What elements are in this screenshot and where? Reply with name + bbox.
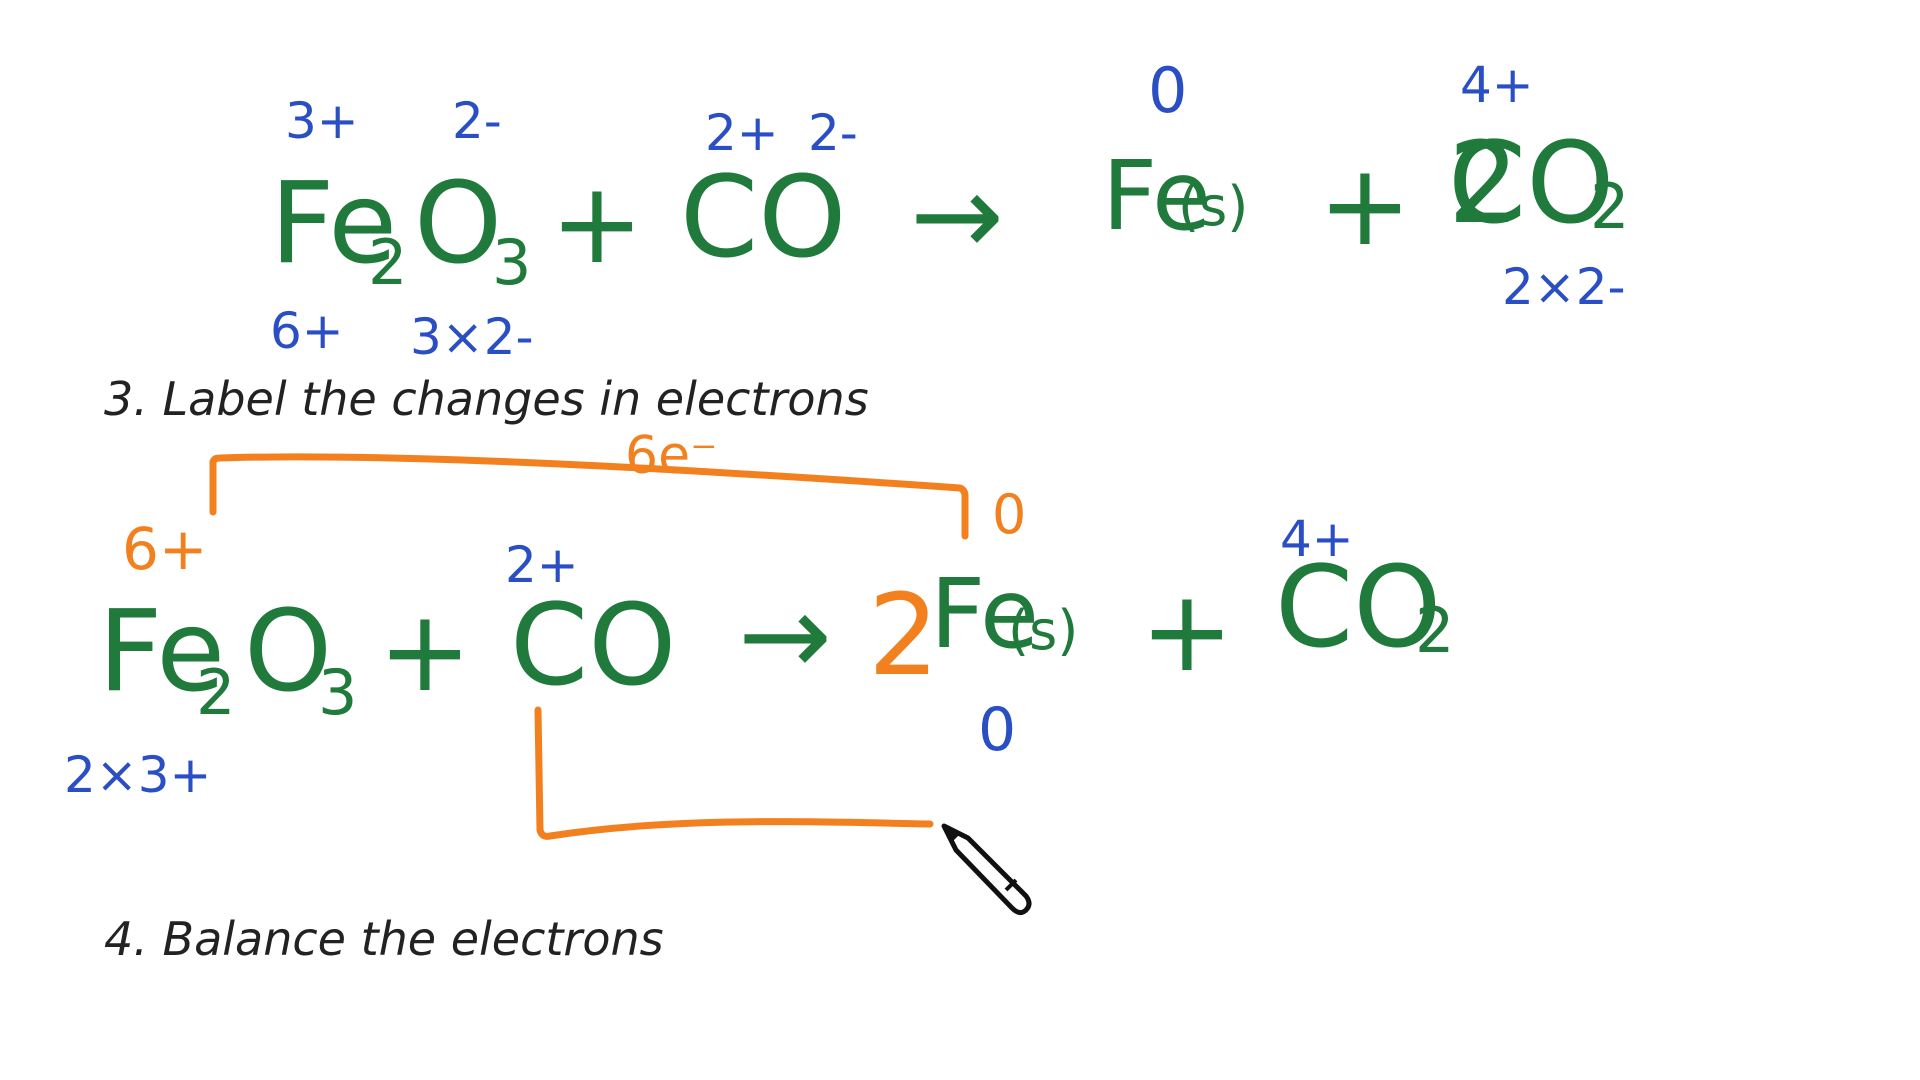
charge-fe-s-above: 0 [1148,54,1188,127]
charge-co2-above: 4+ [1280,510,1354,568]
plus-sign: + [378,587,472,717]
bottom-bracket [534,706,934,840]
charge-co-o-above: 2- [808,104,858,162]
formula-o-subscript: 3 [318,656,358,729]
formula-fe-solid: Fe [930,558,1040,670]
step-4-label: 4. Balance the electrons [104,912,664,966]
formula-co: CO [680,153,847,283]
charge-co2-above: 4+ [1460,56,1534,114]
formula-o: O [414,159,503,289]
charge-o-below: 3×2- [410,308,534,366]
step-3-label: 3. Label the changes in electrons [104,372,869,426]
formula-fe: Fe [98,587,226,717]
reaction-arrow: → [910,151,1004,281]
charge-fe-above: 3+ [285,92,359,150]
charge-co2-below: 2×2- [1502,258,1626,316]
formula-o: O [244,587,333,717]
electron-transfer-label: 6e⁻ [625,426,718,486]
charge-c-above: 2+ [505,536,579,594]
formula-fe: Fe [270,159,398,289]
formula-fe-subscript: 2 [196,656,236,729]
top-bracket [209,453,969,540]
formula-co2-subscript: 2 [1415,594,1455,667]
formula-co2: CO [1448,119,1615,249]
formula-co2: CO [1275,543,1442,673]
charge-fe-s-above: 0 [992,483,1027,546]
charge-c-above: 2+ [705,104,779,162]
charge-fe-below: 6+ [270,302,344,360]
charge-fe-s-below: 0 [978,695,1017,765]
pen-cursor-icon [941,823,1032,916]
plus-sign: + [1318,141,1412,271]
formula-co2-subscript: 2 [1590,170,1630,243]
formula-fe-subscript: 2 [368,226,408,299]
formula-fe-solid: Fe [1102,140,1212,252]
charge-fe-below: 2×3+ [64,746,212,804]
plus-sign: + [1140,567,1234,697]
formula-co2: 2 [1448,119,1520,249]
plus-sign: + [550,159,644,289]
formula-o-subscript: 3 [492,226,532,299]
charge-fe-above: 6+ [122,515,208,583]
reaction-arrow: → [738,571,832,701]
iron-coefficient: 2 [868,571,940,701]
charge-o-above: 2- [452,92,502,150]
state-solid: (s) [1178,175,1249,238]
state-solid: (s) [1008,599,1079,662]
formula-co: CO [510,581,677,711]
